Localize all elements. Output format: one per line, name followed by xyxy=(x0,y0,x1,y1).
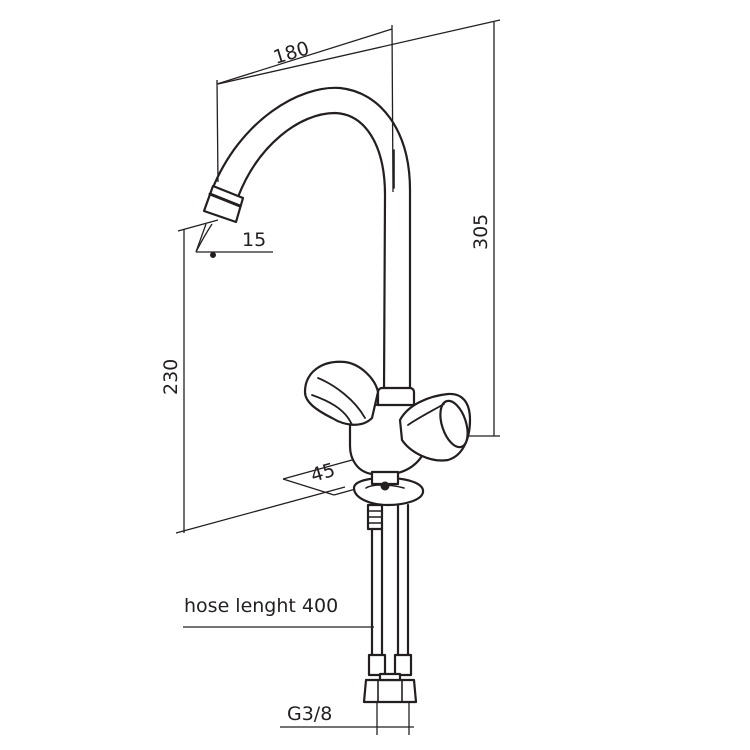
dimension-hose-400: hose lenght 400 xyxy=(183,595,374,628)
nut-collar xyxy=(378,672,402,682)
angle-ref-line xyxy=(177,219,219,232)
handle-right xyxy=(398,392,472,462)
dimension-height-305: 305 xyxy=(217,19,501,437)
label-305: 305 xyxy=(470,214,492,250)
label-hose-length: hose lenght 400 xyxy=(184,595,338,617)
base-dim-top xyxy=(282,459,353,480)
handle-left-lever xyxy=(303,360,380,426)
label-45: 45 xyxy=(308,459,337,487)
connection-nut xyxy=(362,678,418,704)
outlet-axis-line xyxy=(195,223,207,253)
extension-line-spout-right xyxy=(391,24,394,193)
label-thread: G3/8 xyxy=(287,703,332,725)
stud-center xyxy=(380,481,390,491)
extension-line-spout-left xyxy=(216,79,219,183)
extension-line-top xyxy=(217,19,501,85)
dimension-line-180 xyxy=(216,28,393,85)
hose-crimp-right xyxy=(393,653,413,677)
handle-left xyxy=(303,360,380,426)
supply-hoses xyxy=(362,503,418,704)
dimension-height-230: 230 xyxy=(160,229,346,534)
base-reference-line xyxy=(175,486,346,534)
hose-crimp-left xyxy=(367,653,387,677)
base-dim-left xyxy=(282,478,335,496)
faucet-spout xyxy=(202,86,412,394)
label-230: 230 xyxy=(160,359,182,395)
dimension-thread-g38: G3/8 xyxy=(280,702,414,735)
dimension-angle-15: 15 xyxy=(177,219,273,258)
label-15: 15 xyxy=(242,229,266,251)
angle-marker xyxy=(210,252,216,258)
handle-right-face xyxy=(439,399,469,449)
